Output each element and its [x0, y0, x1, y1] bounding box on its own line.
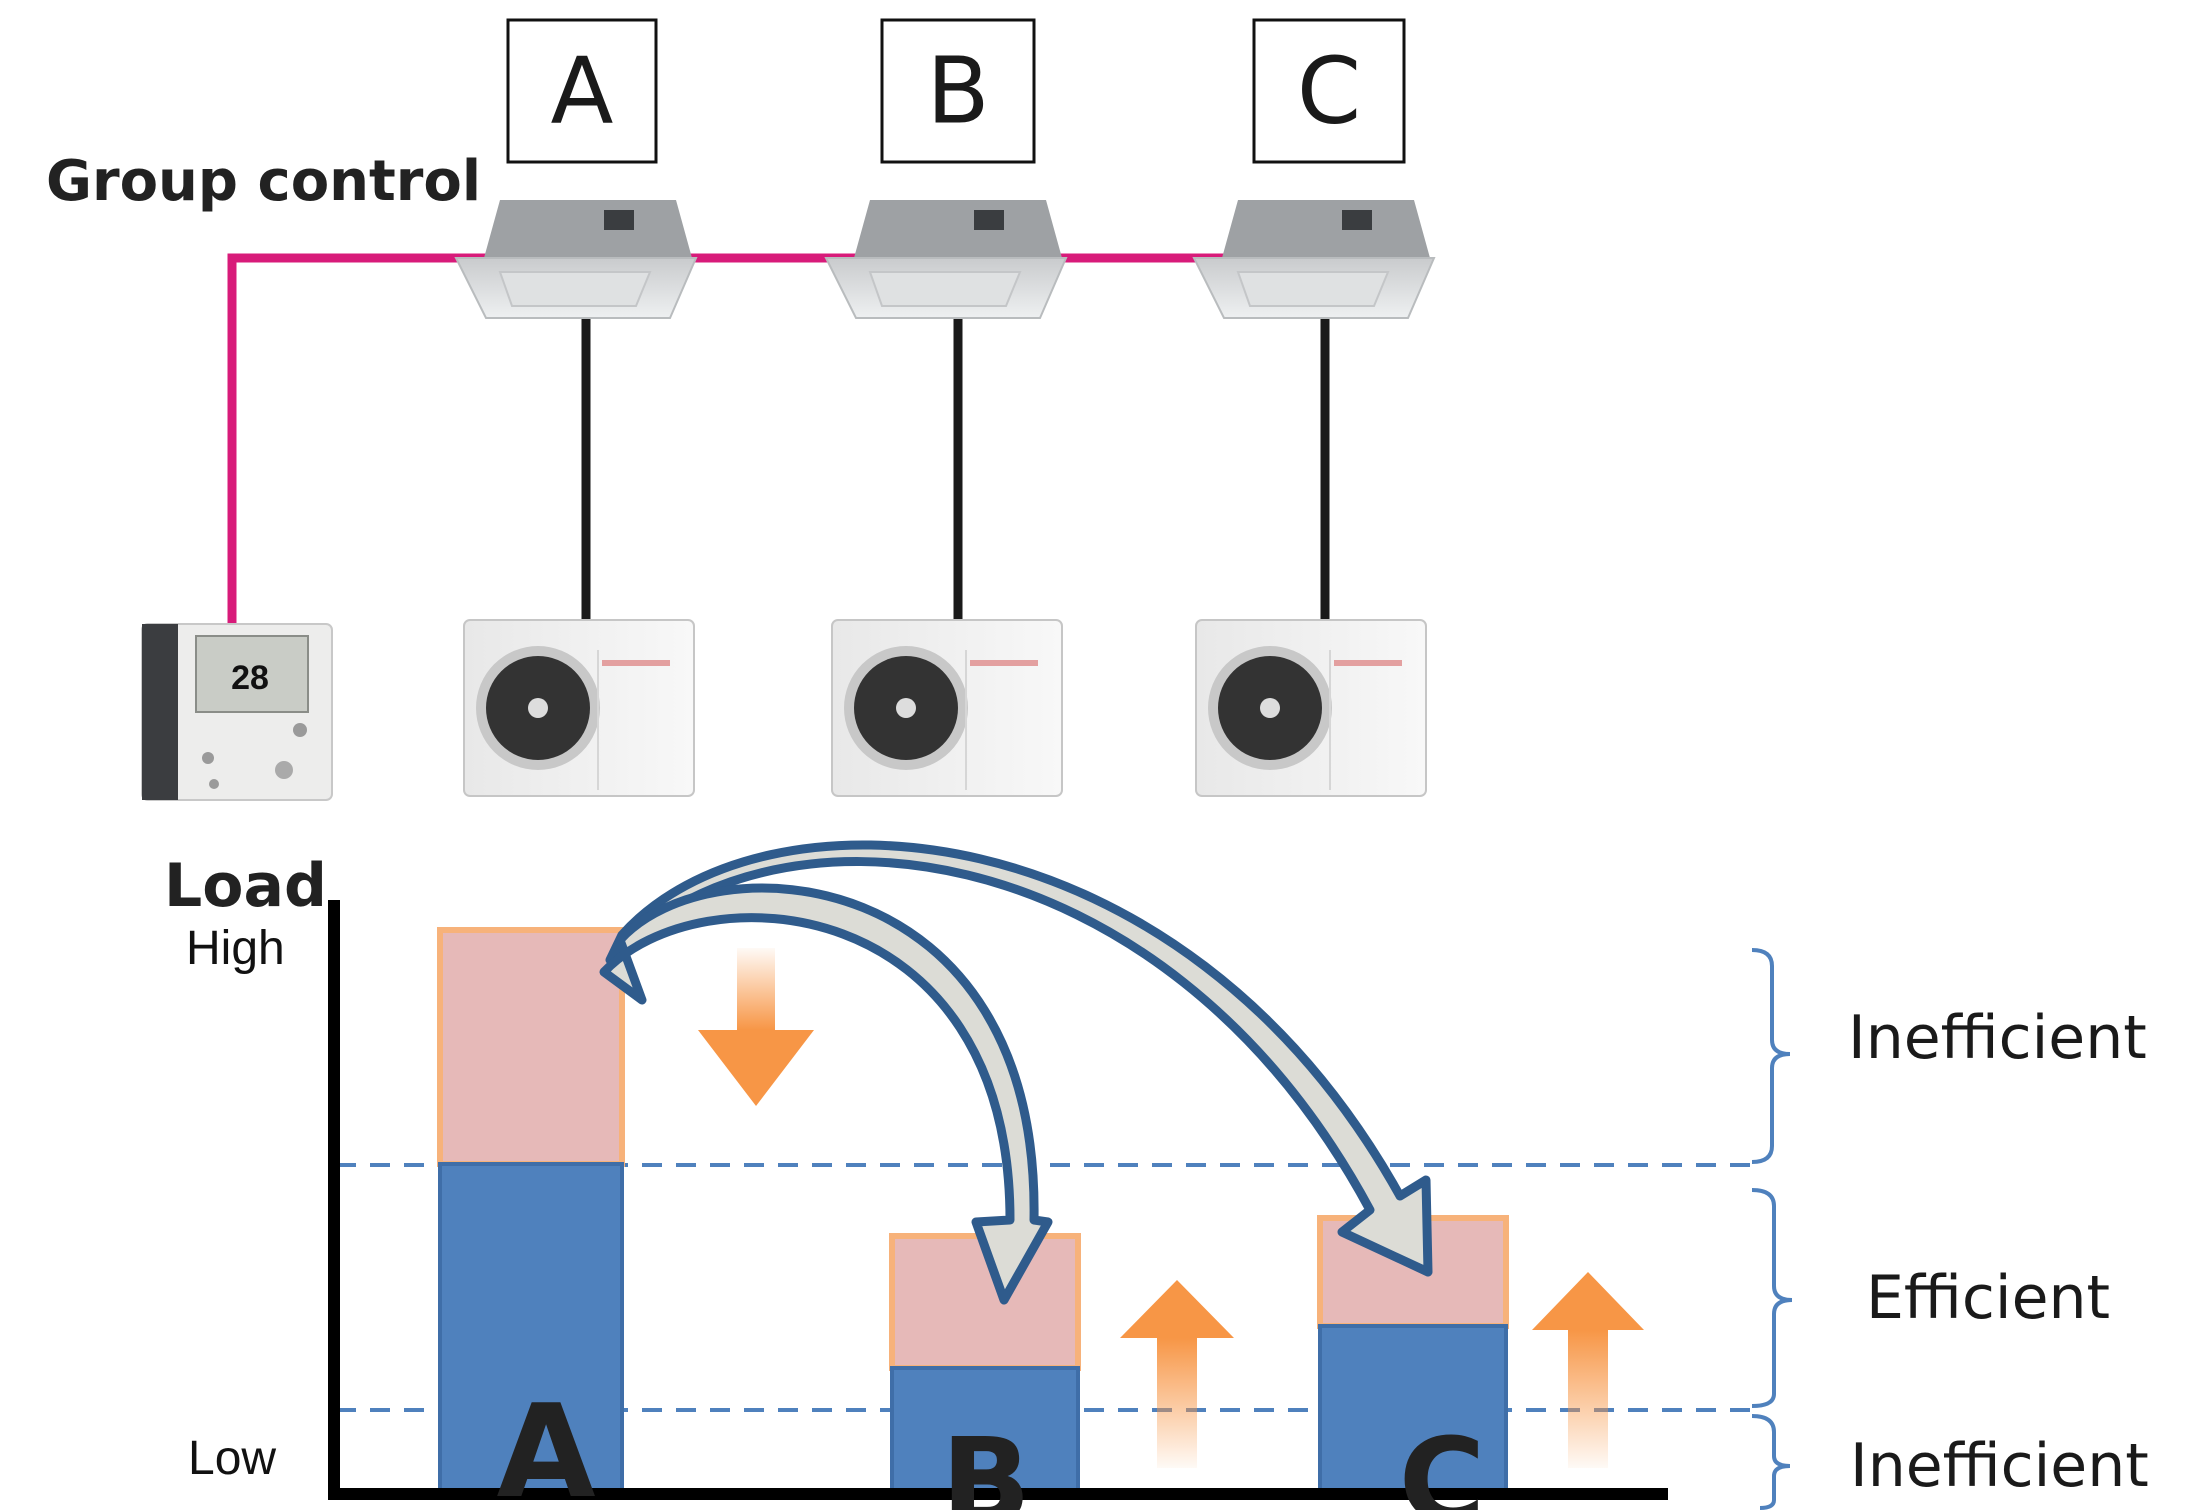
axis-label-low: Low [188, 1432, 276, 1485]
unit-label-a-text: A [551, 38, 614, 145]
load-increase-arrow-b-icon [1120, 1280, 1234, 1468]
zone-label-upper-inefficient: Inefficient [1848, 1003, 2147, 1073]
remote-controller-icon: 28 [141, 623, 333, 801]
unit-label-c: C [1252, 18, 1406, 164]
indoor-unit-c-icon [1192, 200, 1436, 319]
axis-title-load: Load [164, 851, 327, 921]
load-bar-c-base [1318, 1324, 1508, 1496]
load-bar-b [889, 1233, 1081, 1496]
group-control-wire [227, 253, 1230, 628]
load-transfer-arrow-b-icon [599, 883, 1053, 1305]
brace-upper-inefficient [1751, 948, 1791, 1164]
load-increase-arrow-c-icon [1532, 1272, 1644, 1468]
unit-label-b-text: B [926, 38, 989, 145]
zone-label-lower-inefficient: Inefficient [1850, 1431, 2149, 1501]
load-bar-a-base [438, 1162, 624, 1496]
indoor-unit-b-icon [824, 200, 1068, 319]
outdoor-unit-b-icon [831, 619, 1063, 797]
load-bar-a [437, 927, 625, 1496]
load-bar-b-base [890, 1366, 1080, 1496]
brace-efficient [1751, 1188, 1793, 1408]
group-control-label: Group control [46, 149, 481, 214]
outdoor-unit-c-icon [1195, 619, 1427, 797]
axis-label-high: High [186, 922, 285, 975]
unit-label-c-text: C [1297, 38, 1361, 145]
bar-label-b: B [941, 1412, 1031, 1510]
load-transfer-arrow-c-icon [605, 840, 1433, 1277]
load-decrease-arrow-icon [698, 948, 814, 1106]
unit-label-b: B [880, 18, 1036, 164]
controller-display-text: 28 [231, 659, 269, 697]
bar-label-a: A [496, 1378, 595, 1510]
load-bar-a-excess [437, 927, 625, 1167]
outdoor-unit-a-icon [463, 619, 695, 797]
zone-label-efficient: Efficient [1866, 1263, 2110, 1333]
brace-lower-inefficient [1751, 1414, 1791, 1510]
bar-label-c: C [1399, 1412, 1486, 1510]
unit-label-a: A [506, 18, 658, 164]
indoor-unit-a-icon [454, 200, 698, 319]
